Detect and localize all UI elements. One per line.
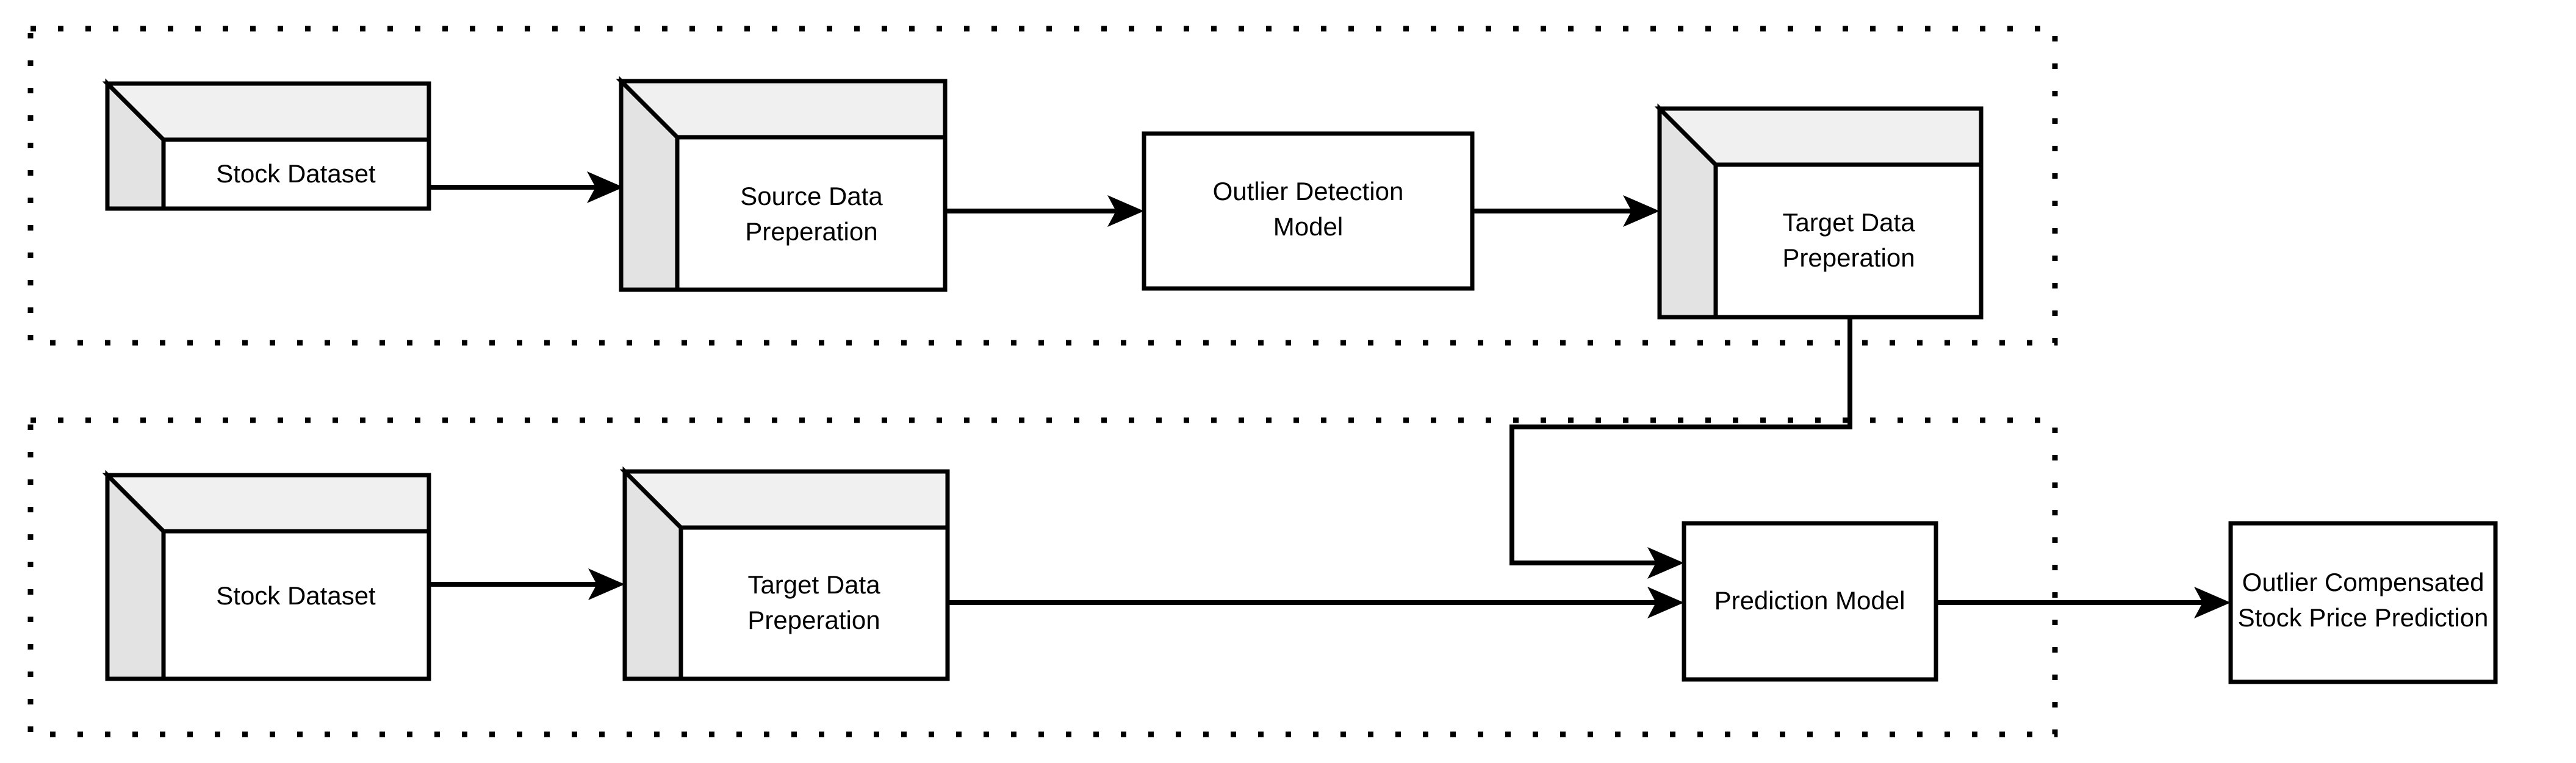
node-label-line1: Outlier Detection (1213, 177, 1404, 206)
node-top-stock-dataset[interactable]: Stock Dataset (102, 78, 431, 211)
cube-front-face (675, 135, 948, 292)
cube-front-face (1713, 162, 1984, 320)
node-label-line2: Model (1273, 212, 1343, 241)
node-label-line1: Prediction Model (1714, 586, 1905, 615)
edge-target-to-prediction (1509, 317, 1852, 579)
node-top-outlier-detection-model[interactable]: Outlier Detection Model (1142, 131, 1475, 291)
cube-top-face (616, 79, 948, 140)
node-label-line1: Target Data (747, 570, 880, 599)
node-label-line1: Target Data (1782, 208, 1915, 237)
group-frame-bottom (27, 417, 2058, 737)
node-bottom-target-data-preperation[interactable]: Target Data Preperation (619, 466, 950, 681)
edge-stock-to-source (429, 171, 624, 203)
cube-front-face (678, 525, 950, 681)
node-label-line1: Outlier Compensated (2242, 568, 2484, 596)
node-label-line1: Stock Dataset (216, 581, 376, 610)
cube-top-face (102, 81, 431, 142)
node-label-line2: Stock Price Prediction (2238, 603, 2489, 632)
node-label-line2: Preperation (747, 606, 880, 634)
cube-front-face (161, 529, 431, 681)
edge-source-to-outlier (945, 195, 1144, 227)
node-bottom-stock-dataset[interactable]: Stock Dataset (102, 470, 431, 681)
node-output-outlier-compensated[interactable]: Outlier Compensated Stock Price Predicti… (2228, 521, 2498, 684)
node-label-line2: Preperation (1782, 243, 1915, 272)
node-label-line1: Stock Dataset (216, 159, 376, 188)
node-label-line1: Source Data (740, 182, 883, 210)
node-box (1682, 521, 1938, 682)
edge-prediction-to-output (1936, 587, 2231, 618)
node-top-source-data-preperation[interactable]: Source Data Preperation (616, 76, 948, 292)
cube-top-face (102, 473, 431, 534)
node-box (1142, 131, 1475, 291)
edge-btarget-to-prediction (948, 587, 1684, 618)
edge-outlier-to-target (1472, 195, 1660, 227)
node-box (2228, 521, 2498, 684)
cube-front-face (161, 137, 431, 211)
node-label-line2: Preperation (745, 217, 877, 246)
cube-top-face (619, 469, 950, 530)
node-bottom-prediction-model[interactable]: Prediction Model (1682, 521, 1938, 682)
cube-top-face (1654, 106, 1984, 167)
node-top-target-data-preperation[interactable]: Target Data Preperation (1654, 103, 1984, 320)
edge-bstock-to-btarget (429, 568, 625, 600)
group-frame-top (27, 26, 2058, 346)
